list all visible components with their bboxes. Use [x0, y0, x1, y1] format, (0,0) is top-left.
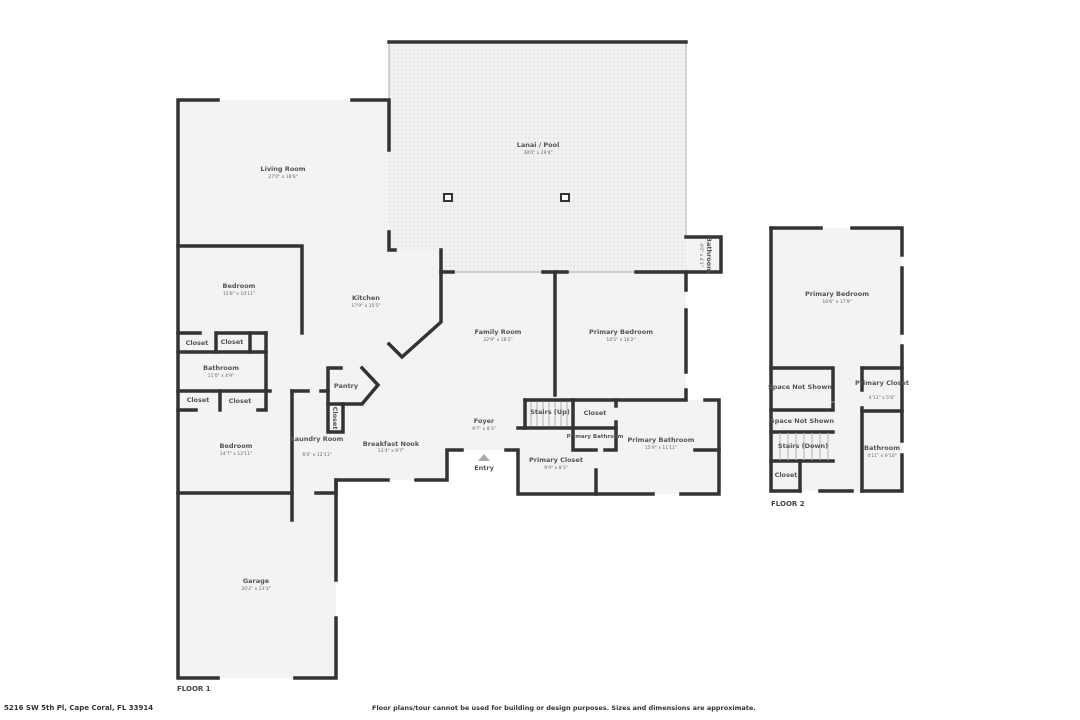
room-label: Pantry [334, 382, 359, 390]
room-label: Closet [221, 338, 244, 346]
room-dimensions: 16'5" x 16'2" [606, 337, 635, 343]
room-dimensions: 27'0" x 18'6" [268, 174, 297, 180]
stairs-down [779, 433, 829, 460]
room-dimensions: 11'0" x 4'9" [208, 373, 234, 379]
floor-2-walls [769, 226, 904, 493]
room-label: Primary Closet [855, 379, 909, 387]
room-label: Bedroom [223, 282, 256, 290]
room-label: Closet [229, 397, 252, 405]
room-label: Closet [187, 396, 210, 404]
room-label: Primary Bathroom [627, 436, 694, 444]
room-label: Primary Bedroom [589, 328, 653, 336]
room-dimensions: 6'0" x 12'11" [302, 452, 331, 458]
room-dimensions: 16'6" x 17'9" [822, 299, 851, 305]
entry-arrow-icon [478, 454, 490, 461]
floor-1-labels: Living Room 27'0" x 18'6" Lanai / Pool 3… [177, 141, 713, 693]
room-label: Closet [331, 407, 339, 430]
room-label: Lanai / Pool [517, 141, 560, 149]
laundry-label: Laundry Room 6'0" x 12'11" [291, 435, 344, 458]
room-label: Kitchen [352, 294, 380, 302]
room-label: Stairs (Up) [530, 408, 570, 416]
floor-1-label: FLOOR 1 [177, 685, 211, 693]
room-label: Primary Bedroom [805, 290, 869, 298]
room-label: Stairs (Down) [778, 442, 828, 450]
room-label: Space Not Shown [770, 417, 834, 425]
room-label: Garage [243, 577, 270, 585]
room-label: Primary Bathroom [567, 434, 624, 440]
floor-2-labels: Primary Bedroom 16'6" x 17'9" Space Not … [768, 290, 909, 508]
room-dimensions: 4'11" x 9'10" [867, 453, 896, 459]
room-dimensions: 4'0" x 4'1" [698, 243, 704, 267]
room-label: Closet [186, 339, 209, 347]
property-address: 5216 SW 5th Pl, Cape Coral, FL 33914 [4, 704, 154, 712]
room-dimensions: 22'9" x 16'2" [483, 337, 512, 343]
room-dimensions: 38'0" x 29'4" [523, 150, 552, 156]
room-dimensions: 20'2" x 23'3" [241, 586, 270, 592]
floor-1-fill [178, 42, 721, 678]
room-label: Bathroom [864, 444, 900, 452]
room-dimensions: 14'7" x 12'11" [220, 451, 252, 457]
disclaimer: Floor plans/tour cannot be used for buil… [372, 704, 756, 712]
room-label: Family Room [475, 328, 522, 336]
room-label: Closet [775, 471, 798, 479]
room-label: Closet [584, 409, 607, 417]
room-label: Bedroom [220, 442, 253, 450]
floor-2-fill [771, 228, 902, 491]
room-label: Foyer [474, 417, 495, 425]
room-dimensions: 15'8" x 10'11" [223, 291, 255, 297]
room-dimensions: 15'9" x 11'11" [645, 445, 677, 451]
floor-2-label: FLOOR 2 [771, 500, 805, 508]
floor-1-walls [176, 40, 723, 680]
room-label: Space Not Shown [768, 383, 832, 391]
room-label: Bathroom [705, 237, 713, 273]
stairs-up [530, 402, 568, 426]
room-dimensions: 13'4" x 9'7" [378, 448, 404, 454]
room-label: Primary Closet [529, 456, 583, 464]
room-label: Entry [474, 464, 494, 472]
room-dimensions: 9'7" x 8'3" [472, 426, 496, 432]
room-label: Living Room [260, 165, 305, 173]
room-dimensions: 9'4" x 8'3" [544, 465, 568, 471]
lanai-floor [389, 42, 686, 272]
room-label: Bathroom [203, 364, 239, 372]
room-dimensions: 17'9" x 15'5" [351, 303, 380, 309]
room-label: Breakfast Nook [363, 440, 420, 448]
room-label: Laundry Room [291, 435, 344, 443]
room-dimensions: 4'11" x 5'6" [869, 395, 895, 401]
